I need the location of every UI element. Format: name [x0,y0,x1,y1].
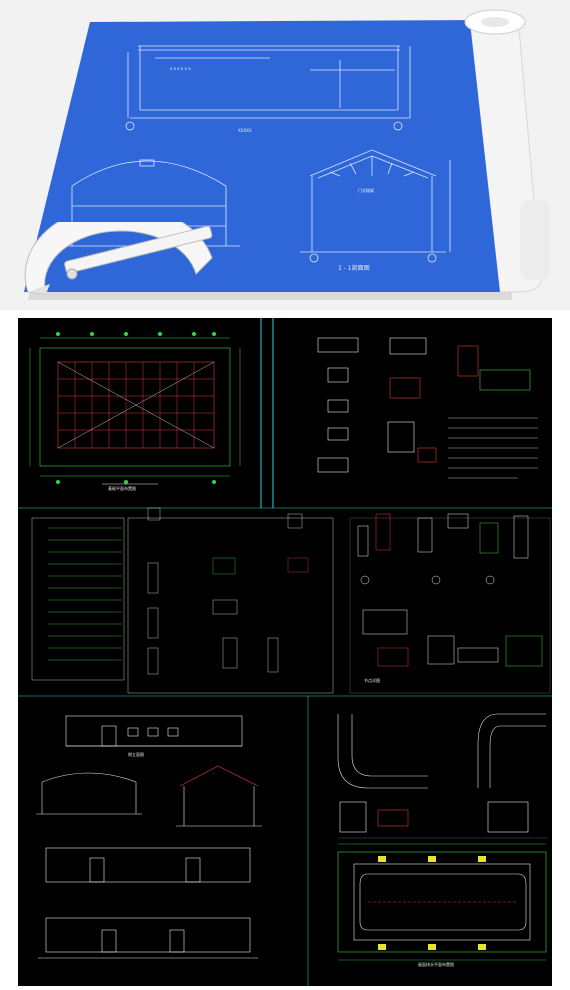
mid-annotation: 门式刚架 [358,188,374,193]
detail-sheet-1 [317,337,538,479]
foundation-plan [29,332,241,485]
schedule-table [31,507,334,694]
top-annotation: XXXXX [238,128,252,133]
gutter-details [337,713,548,839]
elevations [36,715,262,959]
cad-drawings [18,318,552,986]
protractor-icon [24,222,213,295]
blueprint-hero: x x x x x x 1 - 1剖面图 XXXXX 门式刚架 [0,0,570,310]
plan-title: 基础平面布置图 [108,486,136,491]
roof-drainage-plan [337,843,547,961]
detail-title: 节点详图 [364,678,380,683]
roof-title: 屋面排水平面布置图 [418,962,454,967]
detail-sheet-2 [349,513,551,694]
cad-drawings-panel: 基础平面布置图 侧立面图 节点详图 屋面排水平面布置图 [18,318,552,986]
svg-text:x x x x x x: x x x x x x [170,66,191,71]
section-title: 1 - 1剖面图 [338,265,370,272]
elevation-title: 侧立面图 [128,752,144,757]
